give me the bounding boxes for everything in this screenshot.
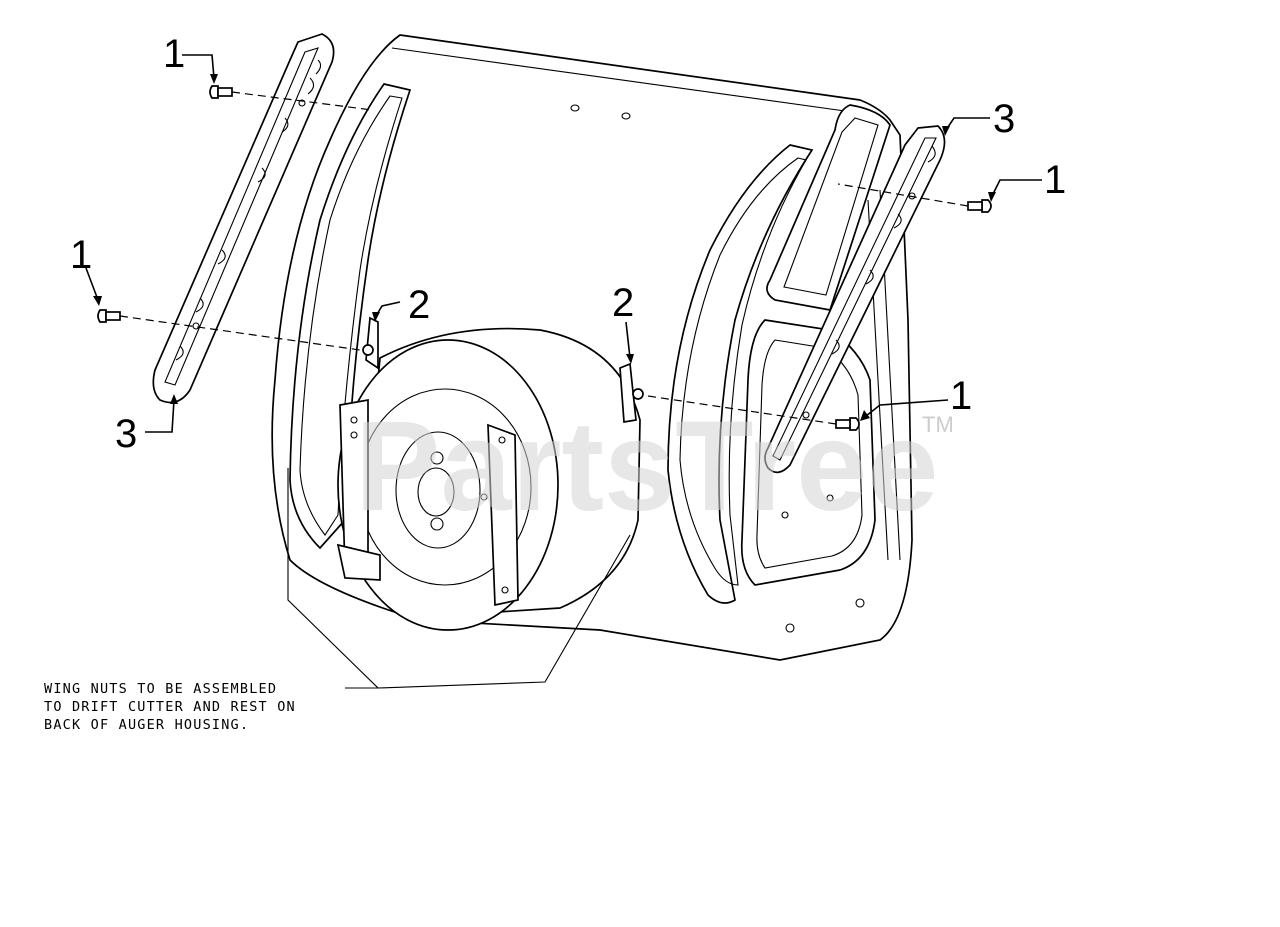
callout-1-top-right: 1 <box>1044 158 1066 202</box>
left-side-panel <box>289 83 412 550</box>
callout-1-mid-right: 1 <box>950 374 972 418</box>
carriage-bolt-mid-left <box>97 309 121 323</box>
note-line-2: TO DRIFT CUTTER AND REST ON <box>44 699 296 715</box>
right-side-panel <box>667 104 901 633</box>
callout-2-left: 2 <box>408 283 430 327</box>
watermark-logo: PartsTree <box>355 395 939 538</box>
callout-1-top-left: 1 <box>163 32 185 76</box>
note-line-1: WING NUTS TO BE ASSEMBLED <box>44 681 277 697</box>
wing-nut-center <box>619 362 644 423</box>
callout-2-center: 2 <box>612 281 634 325</box>
drift-cutter-right <box>764 125 946 474</box>
assembly-lines <box>119 91 969 425</box>
leader-lines <box>85 54 1042 689</box>
watermark-trademark: TM <box>922 412 954 437</box>
impeller-housing <box>336 327 641 631</box>
callout-3-right: 3 <box>993 97 1015 141</box>
carriage-bolt-top-left <box>209 85 233 99</box>
assembly-note: WING NUTS TO BE ASSEMBLED TO DRIFT CUTTE… <box>44 681 296 733</box>
callout-1-mid-left: 1 <box>70 233 92 277</box>
watermark: PartsTree TM <box>355 395 954 538</box>
carriage-bolt-top-right <box>967 199 992 213</box>
note-line-3: BACK OF AUGER HOUSING. <box>44 717 249 733</box>
callout-3-left: 3 <box>115 412 137 456</box>
wing-nut-left <box>362 316 379 370</box>
